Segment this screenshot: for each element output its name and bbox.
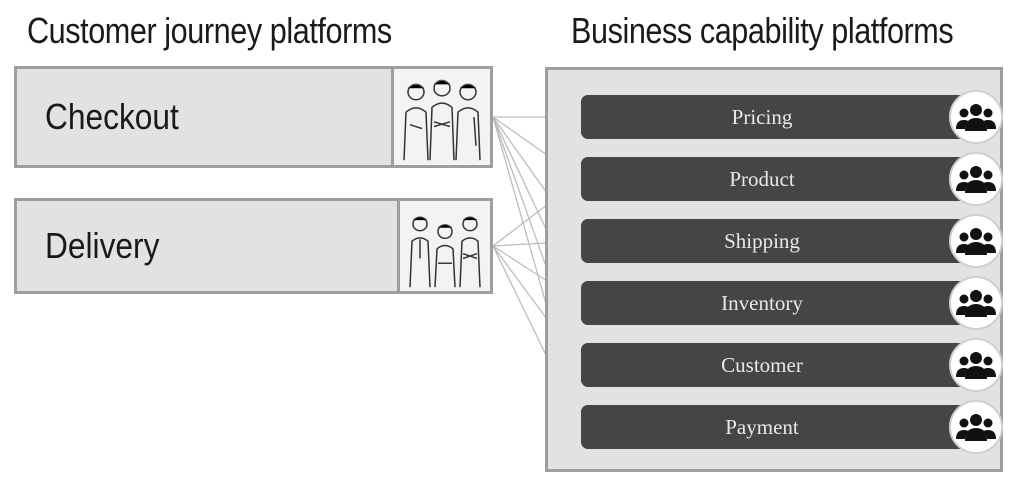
capability-label: Product — [729, 166, 795, 191]
customer-journey-heading: Customer journey platforms — [27, 10, 392, 51]
journey-checkout[interactable]: Checkout — [14, 66, 493, 168]
team-illustration-icon — [391, 69, 490, 165]
users-icon — [949, 90, 1003, 144]
capability-label: Shipping — [724, 228, 800, 253]
capability-shipping[interactable]: Shipping — [581, 214, 1003, 268]
capability-pricing[interactable]: Pricing — [581, 90, 1003, 144]
users-icon — [949, 400, 1003, 454]
users-icon — [949, 152, 1003, 206]
journey-delivery-label: Delivery — [45, 225, 160, 266]
capability-product[interactable]: Product — [581, 152, 1003, 206]
capability-label: Inventory — [721, 290, 803, 315]
capability-inventory[interactable]: Inventory — [581, 276, 1003, 330]
capability-customer[interactable]: Customer — [581, 338, 1003, 392]
capability-label: Customer — [721, 352, 803, 377]
capability-payment[interactable]: Payment — [581, 400, 1003, 454]
team-illustration-icon — [397, 201, 490, 291]
capability-label: Payment — [725, 414, 799, 439]
users-icon — [949, 338, 1003, 392]
users-icon — [949, 214, 1003, 268]
users-icon — [949, 276, 1003, 330]
journey-delivery[interactable]: Delivery — [14, 198, 493, 294]
journey-checkout-label: Checkout — [45, 96, 179, 137]
capability-label: Pricing — [731, 104, 793, 129]
business-capability-heading: Business capability platforms — [571, 10, 954, 51]
